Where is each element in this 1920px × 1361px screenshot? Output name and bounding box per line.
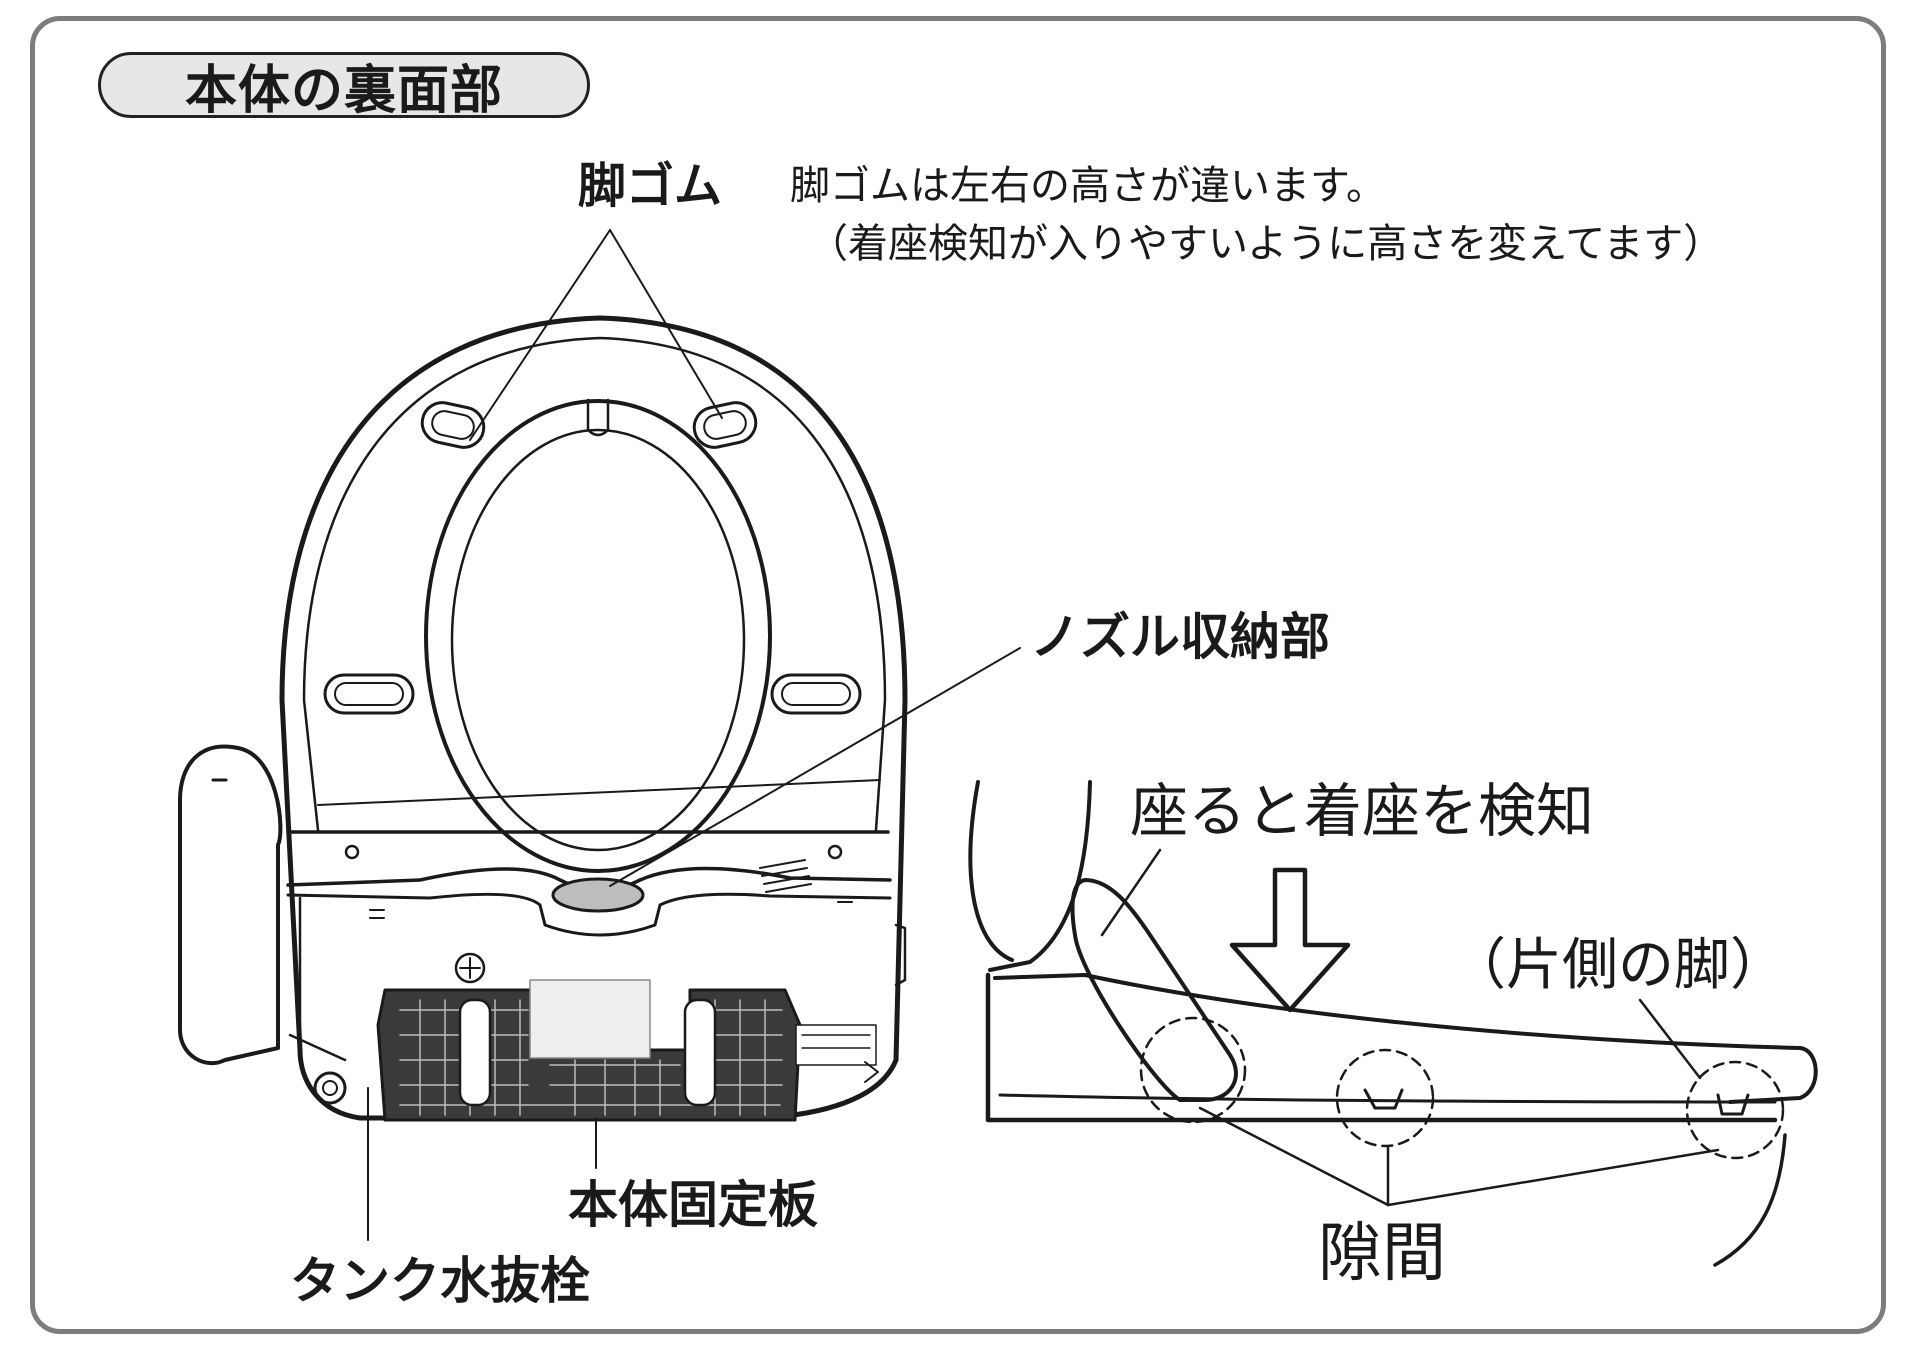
leader-legs-right	[609, 229, 723, 419]
rubber-leg-top-right	[692, 401, 758, 449]
plate-slot-right	[683, 998, 717, 1107]
rubber-leg-mid-left-inner	[334, 682, 404, 706]
plate-sticker	[795, 1024, 877, 1066]
screw-right	[827, 844, 843, 860]
gap-circle-3	[1685, 1060, 1785, 1160]
gap-circle-1	[1139, 1016, 1247, 1124]
section-title: 本体の裏面部	[98, 52, 590, 121]
side-arm	[178, 744, 283, 1066]
leader-nozzle	[609, 647, 1021, 887]
foot-right	[1716, 1093, 1750, 1116]
hinge-band-lower	[286, 892, 892, 937]
leader-lines-right	[1100, 848, 1720, 1207]
person-back	[968, 780, 1014, 962]
seat-inner-rim	[302, 336, 887, 832]
label-legs-note-2: （着座検知が入りやすいように高さを変えてます）	[808, 221, 1724, 267]
label-nozzle-storage: ノズル収納部	[1030, 608, 1330, 666]
leader-gap-1	[1198, 1106, 1390, 1207]
rubber-leg-top-right-inner	[703, 410, 747, 440]
drain-plug	[313, 1071, 347, 1105]
mark-left	[369, 909, 385, 919]
leader-detect	[1100, 848, 1162, 937]
foot-middle	[1363, 1088, 1404, 1110]
label-gap: 隙間	[1318, 1217, 1446, 1291]
seat-lower-edge	[998, 1093, 1777, 1104]
rubber-leg-top-left	[420, 401, 486, 449]
label-legs-note-1: 脚ゴムは左右の高さが違います。	[790, 163, 1386, 209]
sticker-lines	[801, 1034, 871, 1049]
leader-legs-left	[469, 229, 611, 441]
leader-oneleg	[1638, 998, 1702, 1080]
hinge-lever	[1070, 878, 1238, 1102]
label-one-side-leg: （片側の脚）	[1450, 933, 1786, 998]
seat-side-view	[968, 780, 1818, 1267]
label-fixing-plate: 本体固定板	[568, 1176, 818, 1234]
down-arrow	[1229, 867, 1351, 1013]
seat-opening-outer	[424, 399, 772, 873]
section-title-text: 本体の裏面部	[184, 60, 503, 121]
rubber-leg-mid-right	[770, 673, 862, 715]
label-rubber-legs: 脚ゴム	[578, 158, 723, 214]
nozzle-housing	[551, 877, 645, 913]
toilet-rim-curve	[1713, 1133, 1787, 1267]
plate-slot-left	[458, 998, 492, 1107]
screw-left	[344, 844, 360, 860]
seat-body	[985, 972, 1778, 1123]
emblem-icon-cross	[459, 957, 481, 979]
arrow-mark	[864, 1061, 879, 1083]
plate-center-block	[529, 979, 651, 1059]
right-tab	[894, 923, 907, 987]
label-seat-detection: 座ると着座を検知	[1130, 777, 1595, 845]
leader-lines-left	[367, 229, 1021, 1241]
leader-gap-3	[1386, 1148, 1720, 1207]
seat-opening-inner	[450, 428, 746, 852]
gap-circle-2	[1335, 1048, 1435, 1148]
vent-grille	[759, 859, 812, 893]
rubber-leg-top-left-inner	[431, 410, 475, 440]
emblem-icon	[454, 952, 486, 984]
label-tank-drain-plug: タンク水抜栓	[290, 1252, 590, 1310]
top-notch	[586, 398, 610, 437]
hinge-inner-line	[317, 779, 881, 806]
rubber-leg-mid-right-inner	[781, 682, 851, 706]
seat-bottom-view	[178, 315, 908, 1122]
rubber-leg-mid-left	[323, 673, 415, 715]
drain-plug-inner	[322, 1080, 338, 1096]
drain-plug-bracket	[288, 1033, 347, 1062]
